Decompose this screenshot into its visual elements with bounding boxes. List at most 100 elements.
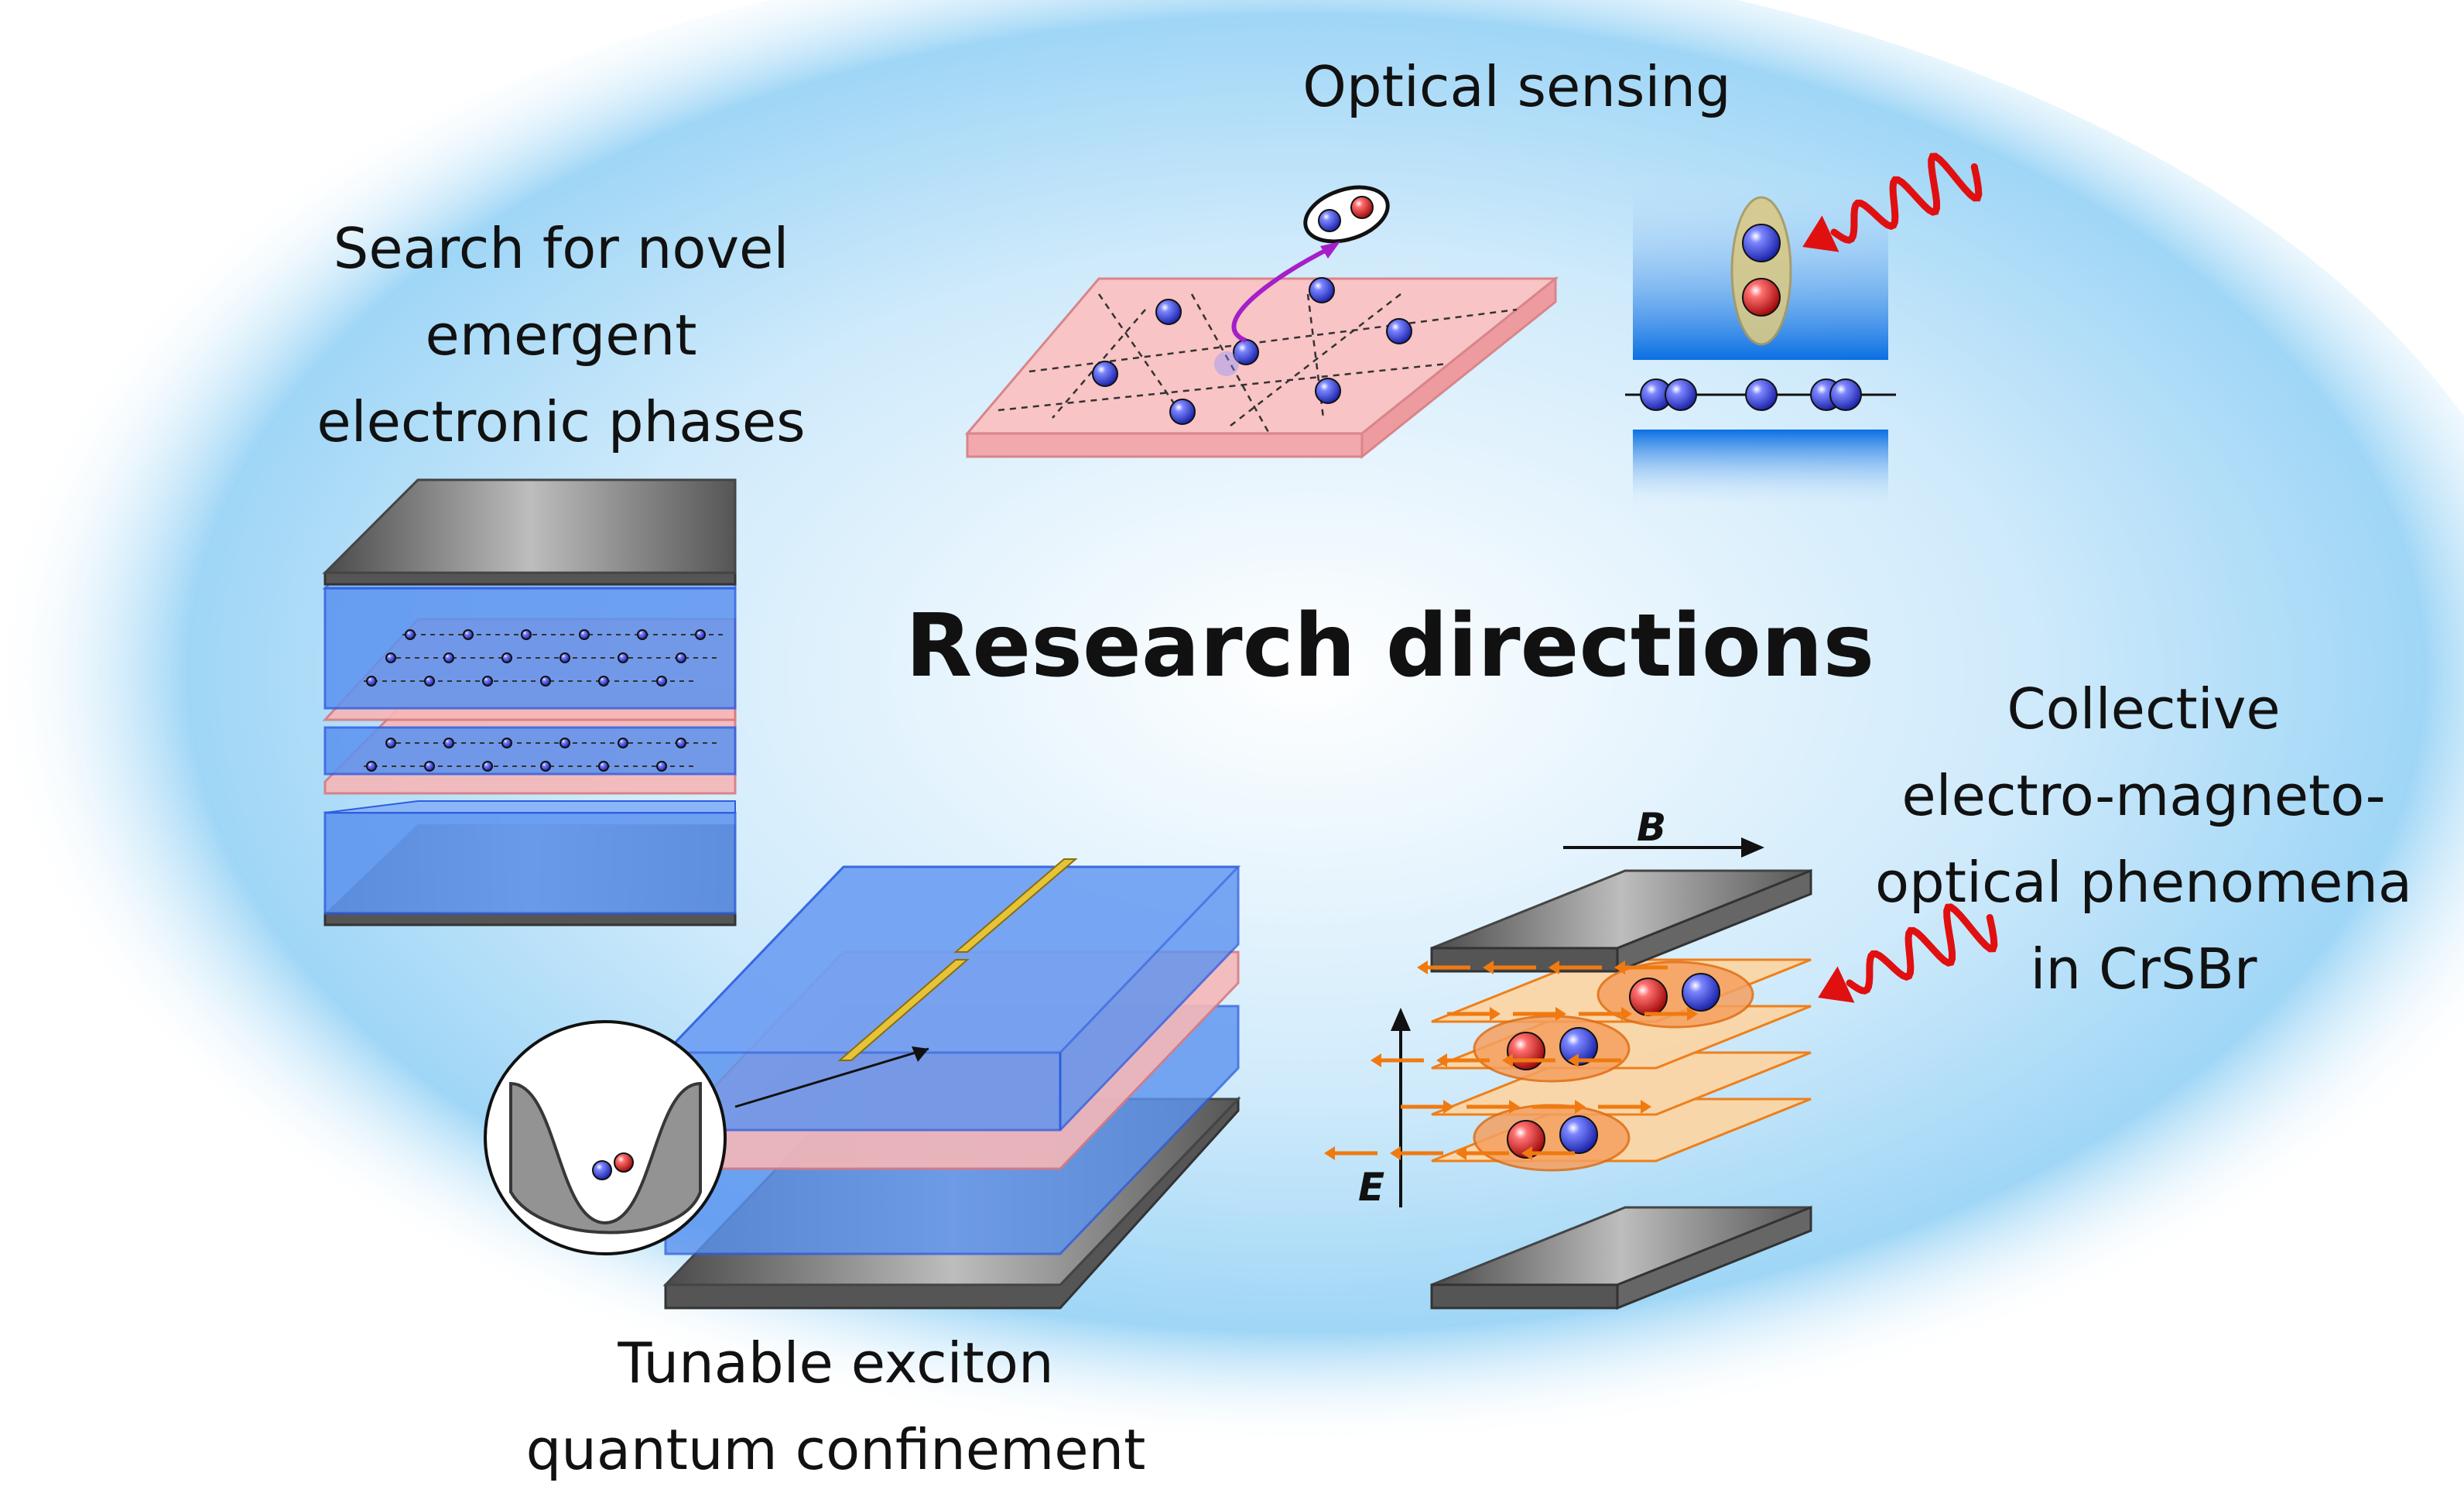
electron-sphere-icon [1155,299,1182,325]
electron-sphere-icon [1665,378,1697,411]
triangular-lattice-lines [998,293,1518,434]
moire-heterostructure-stack [322,478,737,926]
electron-sphere-icon [656,761,667,772]
gold-split-gate-back [953,858,1078,953]
optical-sensing-label: Optical sensing [1254,43,1780,130]
spin-arrowhead [1687,1007,1698,1021]
electron-sphere-icon [482,676,493,687]
electron-sphere-icon [592,1160,612,1180]
trion-envelope [1730,196,1792,346]
electron-sphere-icon [656,676,667,687]
bottom-dielectric [323,800,737,915]
valence-band [1633,430,1888,507]
page-title: Research directions [905,596,1875,697]
hole-sphere-icon [1742,278,1781,317]
electron-sphere-icon [1315,378,1341,404]
electron-sphere-icon [501,738,512,748]
electron-sphere-icon [385,652,396,663]
electron-sphere-icon [1559,1115,1598,1154]
band-diagram [1625,170,1896,507]
novel-phases-line-2: emergent [425,303,697,368]
electron-sphere-icon [501,652,512,663]
spin-arrowhead [1483,961,1494,974]
spin-arrowhead [1324,1146,1335,1160]
light-wave-icon [1846,903,1998,995]
trajectory-arrowhead [1320,241,1340,259]
electron-sphere-icon [676,652,686,663]
electron-sphere-icon [540,761,551,772]
magnetic-field-label: B [1637,805,1667,850]
electron-sphere-icon [1682,973,1720,1012]
exciton-icon [1473,1015,1631,1083]
electron-sphere-icon [618,652,628,663]
electron-sphere-icon [1745,378,1778,411]
electron-sphere-icon [424,761,435,772]
electron-sphere-icon [424,676,435,687]
top-gate [323,571,737,586]
tunable-confinement-label: Tunable exciton quantum confinement [495,1320,1176,1493]
electron-sphere-icon [598,676,609,687]
top-dielectric [323,587,737,710]
light-wave-arrowhead [1818,966,1855,1003]
light-wave-arrowhead [1802,215,1839,252]
electron-sphere-icon [366,761,377,772]
optical-sensing-text: Optical sensing [1302,54,1731,119]
electron-sphere-icon [366,676,377,687]
electron-sphere-icon [560,738,570,748]
spin-arrowhead [1390,1146,1401,1160]
electron-sphere-icon [463,629,474,640]
novel-phases-label: Search for novel emergent electronic pha… [279,205,844,465]
collective-line-1: Collective [2007,676,2281,741]
electron-sphere-icon [385,738,396,748]
electron-sphere-icon [598,761,609,772]
electron-sphere-icon [1169,399,1196,425]
electron-sphere-icon [695,629,706,640]
novel-phases-line-1: Search for novel [333,216,789,281]
spin-arrowhead [1555,1007,1566,1021]
spin-arrowhead [1621,1007,1632,1021]
spin-arrowhead [1521,1146,1532,1160]
moire-lattice-upper [364,634,727,682]
electron-sphere-icon [560,652,570,663]
spin-arrowhead [1436,1053,1447,1067]
spin-arrowhead [1371,1053,1381,1067]
zoom-pointer [734,1047,929,1108]
electron-sphere-icon [482,761,493,772]
electron-sphere-icon [1742,224,1781,262]
electron-sphere-icon [1318,209,1341,232]
electron-sphere-icon [443,652,454,663]
spin-arrowhead [1549,961,1559,974]
electron-sphere-icon [637,629,648,640]
trajectory-path [1231,245,1333,343]
spin-arrowhead [1568,1053,1579,1067]
collective-line-3: optical phenomena [1874,850,2413,915]
electron-sphere-icon [676,738,686,748]
collective-phenomena-label: Collective electro-magneto- optical phen… [1842,666,2445,1012]
electron-sphere-icon [1829,378,1862,411]
spin-arrowhead [1502,1053,1513,1067]
confinement-device [484,858,1241,1310]
electron-sphere-icon [443,738,454,748]
tunable-line-2: quantum confinement [525,1417,1146,1482]
electron-sphere-icon [618,738,628,748]
electron-sphere-icon [579,629,590,640]
spin-arrowhead [1641,1100,1651,1114]
spin-arrowhead [1509,1100,1520,1114]
spin-arrowhead [1490,1007,1501,1021]
electron-sphere-icon [1386,318,1412,344]
bottom-gate [323,912,737,926]
collective-line-4: in CrSBr [2030,937,2257,1002]
optical-sensing-lattice [964,276,1559,460]
novel-phases-line-3: electronic phases [317,389,806,454]
light-wave-icon [1830,152,1983,244]
hole-sphere-icon [1507,1032,1545,1070]
spin-arrowhead [1443,1100,1454,1114]
hole-sphere-icon [1629,978,1668,1016]
collective-line-2: electro-magneto- [1901,763,2386,828]
electron-sphere-icon [540,676,551,687]
spin-arrowhead [1417,961,1428,974]
electron-sphere-icon [405,629,416,640]
potential-well-icon [509,1081,702,1234]
hole-sphere-icon [1350,196,1374,219]
